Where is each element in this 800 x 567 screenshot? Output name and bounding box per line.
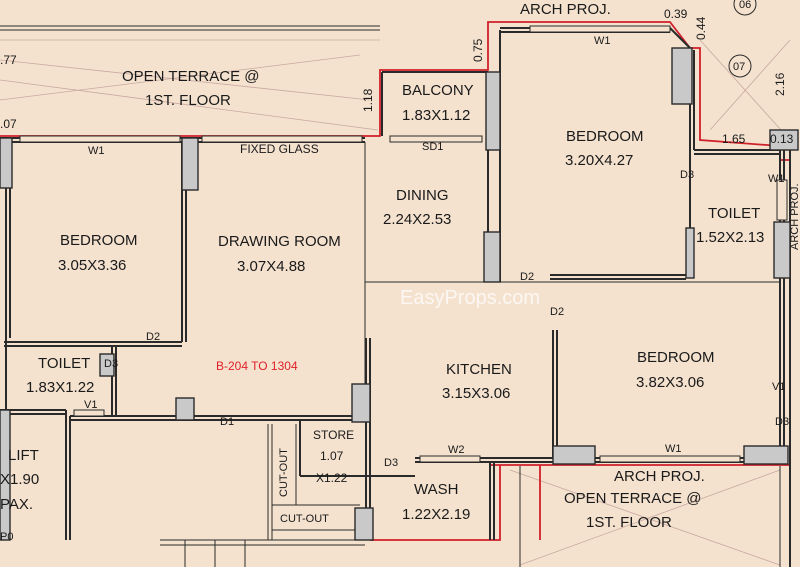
w1-toilet-label: W1	[768, 173, 785, 185]
arch-proj-right: ARCH PROJ.	[789, 183, 800, 250]
marker-07	[728, 54, 752, 78]
dim-039: 0.39	[664, 7, 688, 21]
d3-toilet-label: D3	[104, 358, 118, 370]
toilet-left-dim: 1.83X1.22	[26, 379, 94, 396]
marker-06	[733, 0, 757, 16]
bedroom-br-dim: 3.82X3.06	[636, 374, 704, 391]
d3-right-label: D3	[680, 169, 694, 181]
cut-out-horizontal: CUT-OUT	[280, 513, 329, 525]
dim-06: 06	[739, 0, 751, 11]
toilet-right-dim: 1.52X2.13	[696, 229, 764, 246]
wash-name: WASH	[414, 481, 458, 498]
dining-dim: 2.24X2.53	[383, 211, 451, 228]
dim-165: 1.65	[722, 132, 746, 146]
lift-label-1: LIFT	[8, 447, 39, 464]
w2-label: W2	[448, 444, 465, 456]
bedroom-tr-dim: 3.20X4.27	[565, 152, 633, 169]
store-name: STORE	[313, 428, 354, 442]
lift-label-2: X1.90	[0, 471, 39, 488]
d2-mid-label: D2	[520, 271, 534, 283]
toilet-left-name: TOILET	[38, 355, 90, 372]
v1-right-label: V1	[772, 381, 785, 393]
dim-007: .07	[0, 117, 17, 131]
open-terrace-top-2: 1ST. FLOOR	[145, 92, 231, 109]
bedroom-left-name: BEDROOM	[60, 232, 138, 249]
cut-out-vertical: CUT-OUT	[278, 448, 290, 497]
balcony-name: BALCONY	[402, 82, 474, 99]
kitchen-name: KITCHEN	[446, 361, 512, 378]
dining-name: DINING	[396, 187, 449, 204]
bedroom-tr-name: BEDROOM	[566, 128, 644, 145]
dim-216: 2.16	[773, 72, 787, 96]
drawing-room-dim: 3.07X4.88	[237, 258, 305, 275]
d2-mid2-label: D2	[550, 306, 564, 318]
w1-top-right-label: W1	[594, 35, 611, 47]
dim-07: 07	[733, 61, 745, 73]
store-dim-2: X1.22	[316, 471, 348, 485]
kitchen-dim: 3.15X3.06	[442, 385, 510, 402]
drawing-room-name: DRAWING ROOM	[218, 233, 341, 250]
open-terrace-bot-1: OPEN TERRACE @	[564, 490, 701, 507]
dim-013: 0.13	[770, 132, 794, 146]
d3-wash-label: D3	[384, 457, 398, 469]
open-terrace-top-1: OPEN TERRACE @	[122, 68, 259, 85]
walls	[0, 25, 791, 567]
dim-077: .77	[0, 53, 17, 67]
lift-label-3: PAX.	[0, 496, 33, 513]
v1-left-label: V1	[84, 399, 97, 411]
balcony-dim: 1.83X1.12	[402, 107, 470, 124]
fixed-glass-label: FIXED GLASS	[240, 142, 319, 156]
sd1-label: SD1	[422, 141, 443, 153]
windows	[19, 25, 788, 463]
w1-bottom-label: W1	[665, 443, 682, 455]
watermark: EasyProps.com	[400, 287, 540, 309]
d3-br-label: D3	[775, 416, 789, 428]
lift-label-4: P0	[0, 531, 13, 543]
columns	[0, 47, 799, 541]
arch-proj-bottom: ARCH PROJ.	[614, 468, 705, 485]
unit-range-label: B-204 TO 1304	[216, 359, 298, 373]
bedroom-left-dim: 3.05X3.36	[58, 257, 126, 274]
store-dim-1: 1.07	[320, 449, 344, 463]
open-terrace-bot-2: 1ST. FLOOR	[586, 514, 672, 531]
bedroom-br-name: BEDROOM	[637, 349, 715, 366]
arch-proj-top: ARCH PROJ.	[520, 1, 611, 18]
terrace-hatch-top	[0, 39, 791, 566]
toilet-right-name: TOILET	[708, 205, 760, 222]
dim-044: 0.44	[694, 16, 708, 40]
wash-dim: 1.22X2.19	[402, 506, 470, 523]
dim-075: 0.75	[471, 38, 485, 62]
d2-left-label: D2	[146, 331, 160, 343]
d1-label: D1	[220, 416, 234, 428]
w1-left-label: W1	[88, 145, 105, 157]
dim-118: 1.18	[361, 88, 375, 112]
